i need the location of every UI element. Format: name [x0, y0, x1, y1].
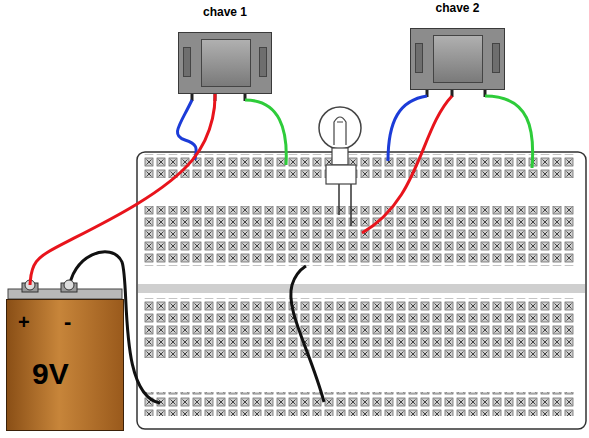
battery: + - 9V — [6, 285, 124, 431]
voltage-label: 9V — [32, 357, 69, 391]
black-wire — [291, 266, 324, 402]
switch-rocker — [433, 35, 483, 83]
bottom-rail-holes — [143, 392, 575, 416]
switch-body — [410, 28, 505, 90]
polarity-mark: - — [64, 309, 71, 335]
rocker-switch: chave 2 — [410, 28, 505, 90]
switch-rocker — [201, 39, 251, 87]
blue-wire — [177, 100, 196, 160]
polarity-mark: + — [18, 311, 30, 334]
rocker-switch: chave 1 — [178, 32, 272, 94]
top-rail-holes — [143, 154, 575, 178]
switch-label: chave 1 — [203, 5, 247, 19]
switch-body — [178, 32, 272, 94]
green-wire — [245, 100, 286, 165]
switch-tab — [259, 47, 267, 77]
switch-tab — [492, 43, 500, 73]
breadboard — [137, 152, 586, 429]
green-wire — [485, 96, 533, 168]
lower-holes — [143, 298, 575, 358]
lamp — [319, 107, 361, 226]
switch-tab — [183, 47, 191, 77]
red-wire — [30, 94, 215, 285]
red-wire — [362, 96, 452, 233]
center-divider — [138, 284, 585, 293]
switch-label: chave 2 — [435, 1, 479, 15]
battery-terminals — [8, 280, 122, 299]
switch-tab — [415, 43, 423, 73]
upper-holes — [143, 206, 575, 266]
